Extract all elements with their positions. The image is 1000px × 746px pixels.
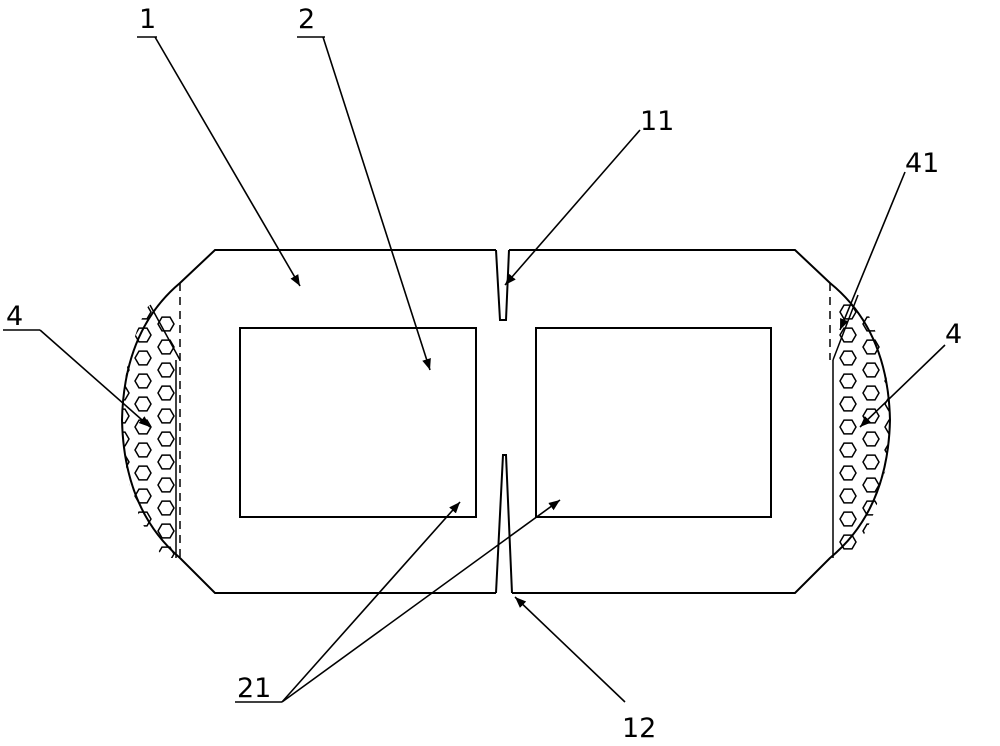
hexagon-cell — [135, 374, 151, 388]
hexagon-cell — [840, 351, 856, 365]
hexagon-cell — [158, 409, 174, 423]
hexagon-cell — [135, 466, 151, 480]
hexagon-cell — [158, 340, 174, 354]
hexagon-cell — [113, 317, 129, 331]
hexagon-cell — [135, 397, 151, 411]
hexagon-cell — [863, 478, 879, 492]
label-1: 1 — [139, 4, 156, 35]
hexagon-cell — [863, 547, 879, 561]
hexagon-cell — [158, 501, 174, 515]
label-11: 11 — [640, 106, 674, 137]
right-absorbent-pad — [536, 328, 771, 517]
hexagon-cell — [863, 524, 879, 538]
hexagon-cell — [863, 455, 879, 469]
hexagon-cell — [135, 443, 151, 457]
bottom-notch — [496, 455, 512, 593]
hexagon-cell — [135, 420, 151, 434]
label-4-left: 4 — [6, 301, 23, 332]
hexagon-cell — [113, 409, 129, 423]
hexagon-cell — [840, 420, 856, 434]
hexagon-cell — [885, 466, 901, 480]
top-notch — [496, 250, 509, 320]
hexagon-cell — [885, 397, 901, 411]
bandage-body — [122, 250, 890, 593]
hexagon-cell — [113, 386, 129, 400]
hexagon-cell — [840, 466, 856, 480]
hexagon-cell — [840, 489, 856, 503]
leader-11 — [505, 130, 640, 285]
leader-4-left — [40, 330, 150, 427]
hexagon-cell — [113, 340, 129, 354]
hexagon-cell — [885, 512, 901, 526]
leader-41 — [840, 172, 905, 330]
hexagon-cell — [840, 374, 856, 388]
label-21: 21 — [237, 673, 271, 704]
hexagon-cell — [158, 478, 174, 492]
leader-21-a — [282, 502, 460, 702]
hexagon-cell — [885, 328, 901, 342]
hexagon-cell — [863, 432, 879, 446]
hexagon-cell — [885, 535, 901, 549]
hexagon-cell — [135, 535, 151, 549]
hexagon-cell — [113, 501, 129, 515]
label-12: 12 — [622, 713, 656, 744]
hexagon-cell — [840, 512, 856, 526]
left-fold-line — [150, 305, 180, 360]
hexagon-cell — [113, 547, 129, 561]
hexagon-cell — [840, 397, 856, 411]
hexagon-cell — [885, 351, 901, 365]
leader-2 — [323, 37, 430, 370]
leader-12 — [515, 597, 625, 702]
hexagon-cell — [158, 432, 174, 446]
hexagon-cell — [135, 512, 151, 526]
hexagon-cell — [885, 489, 901, 503]
hexagon-cell — [113, 432, 129, 446]
hexagon-cell — [135, 351, 151, 365]
hexagon-cell — [158, 547, 174, 561]
hexagon-cell — [113, 363, 129, 377]
hexagon-cell — [158, 524, 174, 538]
left-half-outline — [122, 250, 496, 593]
label-41: 41 — [905, 148, 939, 179]
hexagon-cell — [885, 420, 901, 434]
hexagon-cell — [885, 374, 901, 388]
left-absorbent-pad — [240, 328, 476, 517]
hexagon-cell — [135, 305, 151, 319]
leader-1 — [155, 37, 300, 286]
label-4-right: 4 — [945, 319, 962, 350]
hexagon-cell — [863, 363, 879, 377]
hexagon-cell — [135, 489, 151, 503]
hexagon-cell — [158, 455, 174, 469]
hexagon-cell — [113, 524, 129, 538]
hexagon-cell — [158, 386, 174, 400]
hexagon-cell — [885, 305, 901, 319]
hexagon-cell — [113, 478, 129, 492]
label-2: 2 — [298, 4, 315, 35]
hexagon-cell — [840, 443, 856, 457]
hexagon-cell — [158, 363, 174, 377]
label-underlines — [3, 37, 325, 702]
hexagon-cell — [863, 386, 879, 400]
right-hexagon-pattern — [840, 305, 901, 561]
